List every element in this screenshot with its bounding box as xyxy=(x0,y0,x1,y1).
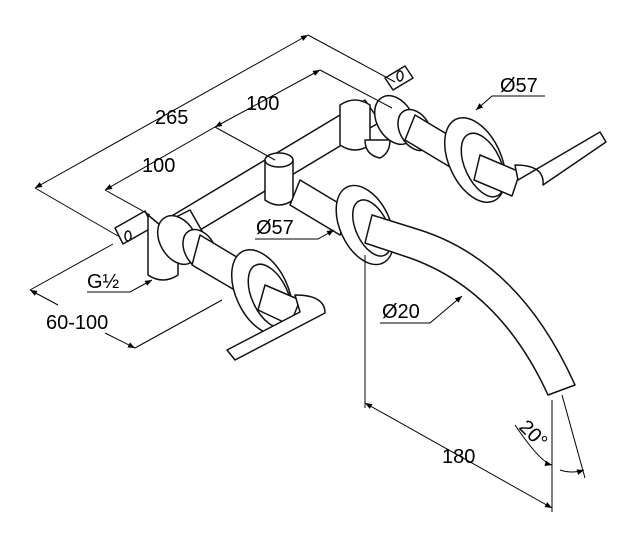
spout xyxy=(289,179,576,396)
left-valve xyxy=(156,209,326,361)
dim-overall-width: 265 xyxy=(155,107,188,129)
dim-valve-spacing-lower: 100 xyxy=(142,155,175,177)
right-valve xyxy=(373,95,607,203)
dim-wall-depth: 60-100 xyxy=(46,312,108,334)
dim-spout-angle: 20° xyxy=(514,416,551,453)
dim-spout-diameter: Ø20 xyxy=(382,301,420,323)
dim-valve-spacing-upper: 100 xyxy=(246,93,279,115)
dim-spout-projection: 180 xyxy=(442,446,475,468)
dim-thread: G½ xyxy=(87,271,120,293)
dim-flange-diameter-right: Ø57 xyxy=(500,75,538,97)
dimension-lines xyxy=(29,34,586,512)
dim-flange-diameter-center: Ø57 xyxy=(256,217,294,239)
